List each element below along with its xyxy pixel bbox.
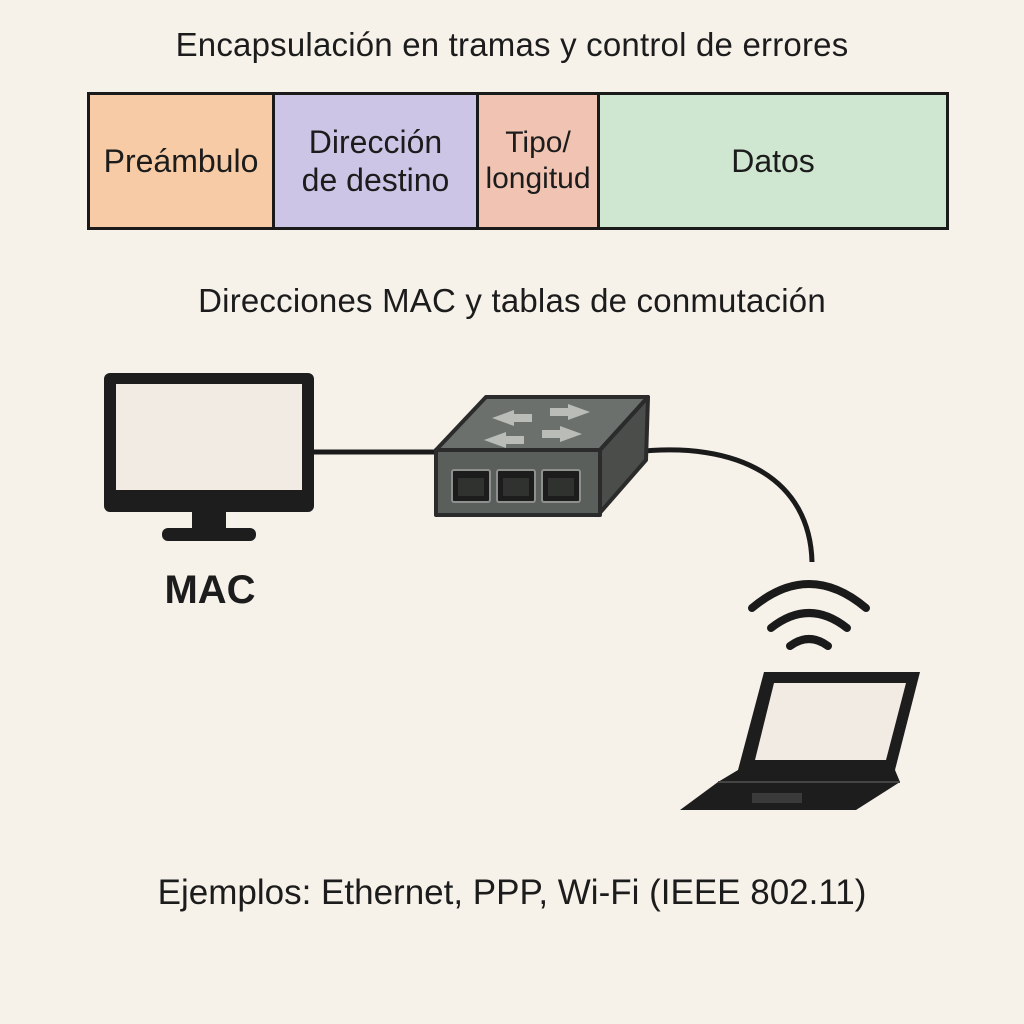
wifi-signal-icon <box>748 580 870 650</box>
frame-field-data: Datos <box>600 95 946 227</box>
uplink-cable <box>633 447 815 563</box>
examples-caption: Ejemplos: Ethernet, PPP, Wi-Fi (IEEE 802… <box>157 873 867 912</box>
switch-ports <box>451 469 581 503</box>
computer-mac-label: MAC <box>164 568 256 612</box>
frame-field-type-length: Tipo/ longitud <box>479 95 600 227</box>
frame-field-preamble: Preámbulo <box>90 95 275 227</box>
network-switch-icon <box>434 395 650 517</box>
mac-section-title: Direcciones MAC y tablas de conmutación <box>198 282 826 319</box>
desktop-monitor-icon <box>104 373 314 541</box>
frame-field-destination-address: Dirección de destino <box>275 95 479 227</box>
ethernet-frame-diagram: Preámbulo Dirección de destino Tipo/ lon… <box>87 92 949 230</box>
laptop-icon <box>680 672 920 810</box>
frame-section-title: Encapsulación en tramas y control de err… <box>175 26 849 63</box>
